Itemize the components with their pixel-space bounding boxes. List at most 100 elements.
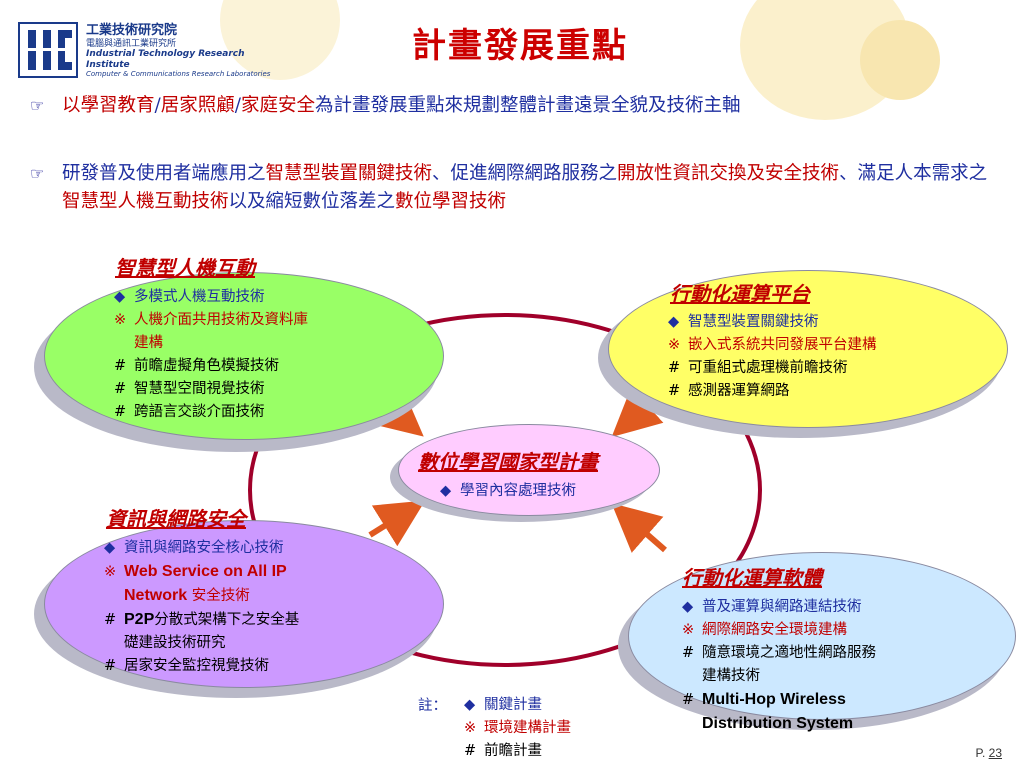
node-item: ◆多模式人機互動技術	[114, 286, 308, 309]
node-item: ◆ 普及運算與網路連結技術	[682, 596, 876, 619]
node-item-text: 智慧型空間視覺技術	[134, 381, 265, 397]
legend-item: ※環境建構計畫	[464, 717, 571, 740]
node-item-text: 隨意環境之適地性網路服務	[702, 645, 876, 661]
node-hci	[44, 272, 444, 440]
node-item: # 感測器運算網路	[668, 380, 877, 403]
node-item: # 跨語言交談介面技術	[114, 401, 308, 424]
diamond-icon: ◆	[464, 697, 476, 713]
hash-icon: #	[114, 358, 127, 374]
itri-logo	[18, 22, 78, 78]
legend-label: 註：	[418, 698, 447, 714]
bullet-text-segment: 開放性資訊交換及安全技術	[617, 163, 840, 184]
reference-mark-icon: ※	[668, 337, 681, 353]
org-name-en: Industrial Technology Research Institute	[86, 49, 245, 70]
hash-icon: #	[682, 692, 695, 708]
hash-icon: #	[104, 658, 117, 674]
organization-name: 工業技術研究院 電腦與通訊工業研究所 Industrial Technology…	[86, 23, 286, 78]
bullet-text-segment: 智慧型人機互動技術	[62, 191, 229, 212]
node-item-text: 礎建設技術研究	[124, 635, 226, 651]
bullet-1-text: 以學習教育/居家照顧/家庭安全為計畫發展重點來規劃整體計畫遠景全貌及技術主軸	[62, 92, 990, 120]
node-item: 建構技術	[682, 665, 876, 688]
arrow-security-to-center	[368, 500, 426, 547]
bullet-text-segment: 、促進網際網路服務之	[432, 163, 618, 184]
node-item: # 隨意環境之適地性網路服務	[682, 642, 876, 665]
node-item: Network 安全技術	[104, 584, 299, 608]
node-mobile-platform-title: 行動化運算平台	[670, 282, 810, 306]
node-elearning	[398, 424, 660, 516]
bullet-text-segment: /	[154, 95, 161, 116]
diamond-icon: ◆	[682, 599, 694, 615]
node-item-text: 資訊與網路安全核心技術	[124, 540, 284, 556]
hash-icon: #	[114, 381, 127, 397]
bullet-text-segment: 數位學習技術	[395, 191, 507, 212]
hash-icon: #	[668, 383, 681, 399]
node-elearning-title: 數位學習國家型計畫	[418, 450, 598, 474]
node-mobile-software-items: ◆普及運算與網路連結技術※網際網路安全環境建構#隨意環境之適地性網路服務建構技術…	[682, 596, 876, 736]
bullet-2: ☞ 研發普及使用者端應用之智慧型裝置關鍵技術、促進網際網路服務之開放性資訊交換及…	[30, 160, 990, 216]
node-hci-items: ◆多模式人機互動技術※人機介面共用技術及資料庫建構#前瞻虛擬角色模擬技術#智慧型…	[114, 286, 308, 424]
node-item-text: 建構技術	[702, 668, 760, 684]
hash-icon: #	[668, 360, 681, 376]
node-item: #前瞻虛擬角色模擬技術	[114, 355, 308, 378]
bullet-text-segment: 家庭安全	[241, 95, 316, 116]
page-number-value: 23	[988, 746, 1002, 760]
node-security-title: 資訊與網路安全	[106, 507, 246, 531]
arrow-software-to-center	[611, 503, 667, 553]
node-item: 建構	[114, 332, 308, 355]
node-hci-title: 智慧型人機互動	[115, 256, 255, 280]
node-item: #居家安全監控視覺技術	[104, 655, 299, 678]
node-item-text: 感測器運算網路	[688, 383, 790, 399]
legend-item-text: 關鍵計畫	[484, 697, 542, 713]
bullet-text-segment: 智慧型裝置關鍵技術	[265, 163, 433, 184]
bullet-text-segment: /	[234, 95, 241, 116]
bullet-text-segment: 研發普及使用者端應用之	[62, 163, 266, 184]
bullet-2-text: 研發普及使用者端應用之智慧型裝置關鍵技術、促進網際網路服務之開放性資訊交換及安全…	[62, 160, 990, 216]
node-item-text: 跨語言交談介面技術	[134, 404, 265, 420]
diamond-icon: ◆	[668, 314, 680, 330]
node-mobile-platform	[608, 270, 1008, 428]
org-name-zh: 工業技術研究院	[86, 23, 178, 38]
node-item-text-suffix: 分散式架構下之安全基	[154, 612, 300, 628]
node-item-text: Web Service on All IP	[124, 563, 287, 580]
hash-icon: #	[682, 645, 695, 661]
node-item-text: 普及運算與網路連結技術	[702, 599, 862, 615]
slide-title: 計畫發展重點	[412, 26, 628, 66]
hash-icon: #	[464, 743, 477, 759]
node-item-text: 嵌入式系統共同發展平台建構	[688, 337, 877, 353]
node-item-text-suffix: 安全技術	[187, 588, 250, 604]
legend-item: # 前瞻計畫	[464, 740, 571, 763]
diamond-icon: ◆	[114, 289, 126, 305]
connection-ring	[248, 313, 762, 667]
node-item-text: Distribution System	[702, 715, 854, 732]
node-item: # 智慧型空間視覺技術	[114, 378, 308, 401]
bullet-text-segment: 為計畫發展重點來規劃整體計畫遠景全貌及技術主軸	[315, 95, 741, 116]
node-security	[44, 520, 444, 688]
node-item: Distribution System	[682, 712, 876, 736]
background-decoration	[860, 20, 940, 100]
node-item-text: P2P	[124, 611, 155, 628]
reference-mark-icon: ※	[114, 312, 127, 328]
node-item: # 可重組式處理機前瞻技術	[668, 357, 877, 380]
hash-icon: #	[104, 612, 117, 628]
diamond-icon: ◆	[104, 540, 116, 556]
page-number: P. 23	[976, 746, 1002, 760]
node-item: ◆ 資訊與網路安全核心技術	[104, 537, 299, 560]
bullet-text-segment: 以及縮短數位落差之	[228, 191, 396, 212]
bullet-1: ☞ 以學習教育/居家照顧/家庭安全為計畫發展重點來規劃整體計畫遠景全貌及技術主軸	[30, 92, 990, 120]
node-item: ◆ 學習內容處理技術	[440, 480, 576, 503]
node-mobile-platform-items: ◆智慧型裝置關鍵技術※嵌入式系統共同發展平台建構#可重組式處理機前瞻技術#感測器…	[668, 311, 877, 403]
legend-item-text: 前瞻計畫	[484, 743, 542, 759]
node-item-text: 可重組式處理機前瞻技術	[688, 360, 848, 376]
pointing-hand-icon: ☞	[30, 164, 45, 183]
node-item-text: Network	[124, 587, 188, 604]
pointing-hand-icon: ☞	[30, 96, 45, 115]
node-item: 礎建設技術研究	[104, 632, 299, 655]
node-item-text: Multi-Hop Wireless	[702, 691, 846, 708]
legend-item-text: 環境建構計畫	[484, 720, 571, 736]
diamond-icon: ◆	[440, 483, 452, 499]
legend-item: ◆ 關鍵計畫	[464, 694, 571, 717]
node-item-text: 學習內容處理技術	[460, 483, 576, 499]
node-elearning-items: ◆ 學習內容處理技術	[440, 480, 576, 503]
hash-icon: #	[114, 404, 127, 420]
